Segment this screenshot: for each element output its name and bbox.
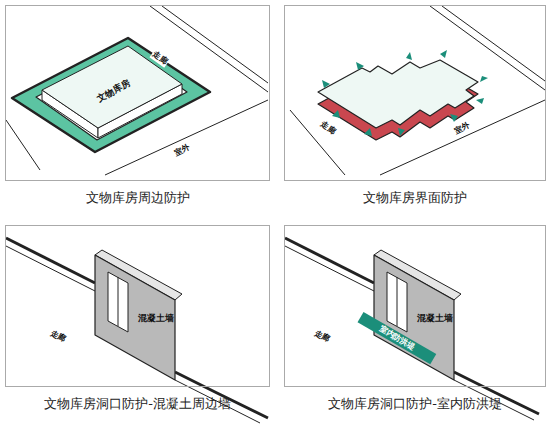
- area-label: 走廊: [47, 327, 68, 345]
- panel-caption: 文物库房周边防护: [2, 189, 273, 207]
- panel-frame: 文物库房周边防护文物库房: [5, 5, 270, 181]
- part-label: 混凝土墙: [417, 313, 453, 324]
- concrete-wall: 混凝土墙: [135, 312, 177, 325]
- part-label: 文物库房: [96, 78, 133, 104]
- storeroom-box: 文物库房: [92, 75, 135, 106]
- part-label: 混凝土墙: [138, 313, 174, 324]
- panel-frame: 文物库房洞口防护-混凝土周边墙混凝土墙: [5, 225, 270, 387]
- perimeter-drawing: [6, 6, 268, 175]
- area-label: 室外: [172, 141, 193, 159]
- opening-wall-drawing: [6, 238, 268, 423]
- panel-caption: 文物库房洞口防护-室内防洪堤: [281, 395, 549, 413]
- panel-frame: 文物库房界面防护: [284, 5, 546, 181]
- interface-drawing: [290, 6, 545, 175]
- concrete-wall: 混凝土墙: [414, 312, 456, 325]
- area-label: 走廊: [317, 118, 338, 137]
- band-label: 室内防洪堤: [377, 324, 416, 352]
- area-label: 走廊: [311, 327, 332, 345]
- panel-frame: 文物库房洞口防护-室内防洪堤混凝土墙室内防洪堤: [284, 225, 546, 387]
- floodwall-drawing: [285, 238, 539, 420]
- panel-caption: 文物库房洞口防护-混凝土周边墙: [2, 395, 273, 413]
- panel-caption: 文物库房界面防护: [281, 189, 549, 207]
